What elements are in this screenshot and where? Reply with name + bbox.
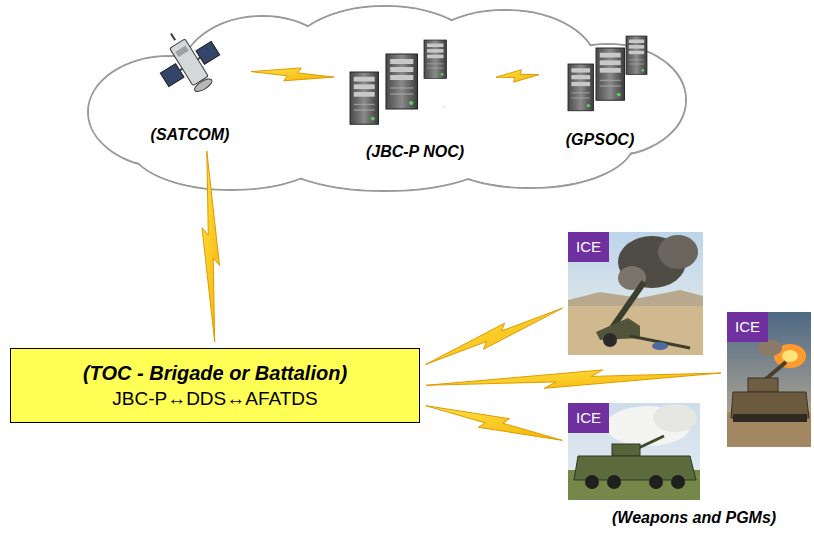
soldier-figure	[652, 342, 668, 350]
cloud-fill	[89, 7, 685, 190]
server-icon	[386, 54, 418, 109]
vehicle-turret	[748, 378, 778, 392]
muzzle-flash	[782, 350, 798, 362]
network-cloud	[88, 6, 686, 191]
vehicle-wheel	[607, 475, 621, 489]
solar-panel	[160, 64, 184, 87]
lightning-link	[426, 308, 563, 364]
satellite-body	[170, 39, 209, 86]
server-node: (GPSOC)	[545, 28, 655, 150]
lightning-bolt	[496, 70, 539, 83]
vehicle-wheel	[585, 475, 599, 489]
process-box: (TOC - Brigade or Battalion)JBC-P↔DDS↔AF…	[10, 348, 420, 423]
satellite-node: (SATCOM)	[135, 22, 245, 145]
gun-smoke	[653, 404, 697, 432]
server-node: (JBC-P NOC)	[340, 32, 490, 162]
photo-sky	[727, 312, 811, 447]
node-label: (JBC-P NOC)	[366, 142, 464, 162]
lightning-bolt	[202, 151, 220, 342]
lightning-link	[426, 406, 562, 441]
satellite-dish	[193, 77, 214, 94]
satellite-antenna	[171, 33, 175, 40]
vehicle-track	[733, 414, 807, 422]
stryker-photo	[568, 403, 700, 500]
server-icon	[596, 48, 625, 100]
satellite-detail	[175, 46, 188, 57]
lightning-link	[496, 70, 539, 83]
lightning-link	[426, 370, 721, 388]
group-caption: (Weapons and PGMs)	[612, 508, 776, 528]
gun-wheel	[603, 333, 617, 347]
node-label: JBC-P↔DDS↔AFATDS	[112, 386, 318, 411]
ice-badge: ICE	[568, 403, 609, 433]
weapon-node: ICE	[727, 312, 811, 447]
photo-ground	[727, 412, 811, 447]
cloud-lobe	[131, 103, 333, 189]
vehicle-wheel	[671, 475, 685, 489]
howitzer-photo	[568, 232, 703, 355]
gun-smoke	[658, 235, 698, 269]
ice-badge: ICE	[568, 232, 609, 262]
paladin-photo	[727, 312, 811, 447]
server-icon	[568, 64, 594, 111]
ice-badge: ICE	[727, 312, 768, 342]
weapon-node: ICE	[568, 232, 703, 355]
vehicle-wheel	[649, 475, 663, 489]
lightning-bolt	[251, 68, 334, 81]
lightning-bolt	[426, 370, 721, 388]
lightning-link	[202, 151, 220, 342]
gun-smoke	[758, 340, 782, 356]
lightning-bolt	[426, 308, 563, 364]
lightning-link	[251, 68, 334, 81]
lightning-bolt	[426, 406, 562, 441]
node-label: (GPSOC)	[566, 130, 634, 150]
server-icon	[626, 36, 647, 75]
weapon-node: ICE	[568, 403, 700, 500]
server-icon	[424, 40, 447, 79]
photo-ground	[568, 306, 703, 355]
satellite-icon	[145, 18, 230, 105]
photo-sky	[568, 232, 703, 355]
vehicle-turret	[612, 444, 640, 456]
node-label: (SATCOM)	[151, 125, 230, 145]
solar-panel	[196, 41, 220, 64]
box-title: (TOC - Brigade or Battalion)	[83, 361, 347, 386]
photo-sky	[568, 403, 700, 500]
server-icon	[350, 72, 379, 124]
